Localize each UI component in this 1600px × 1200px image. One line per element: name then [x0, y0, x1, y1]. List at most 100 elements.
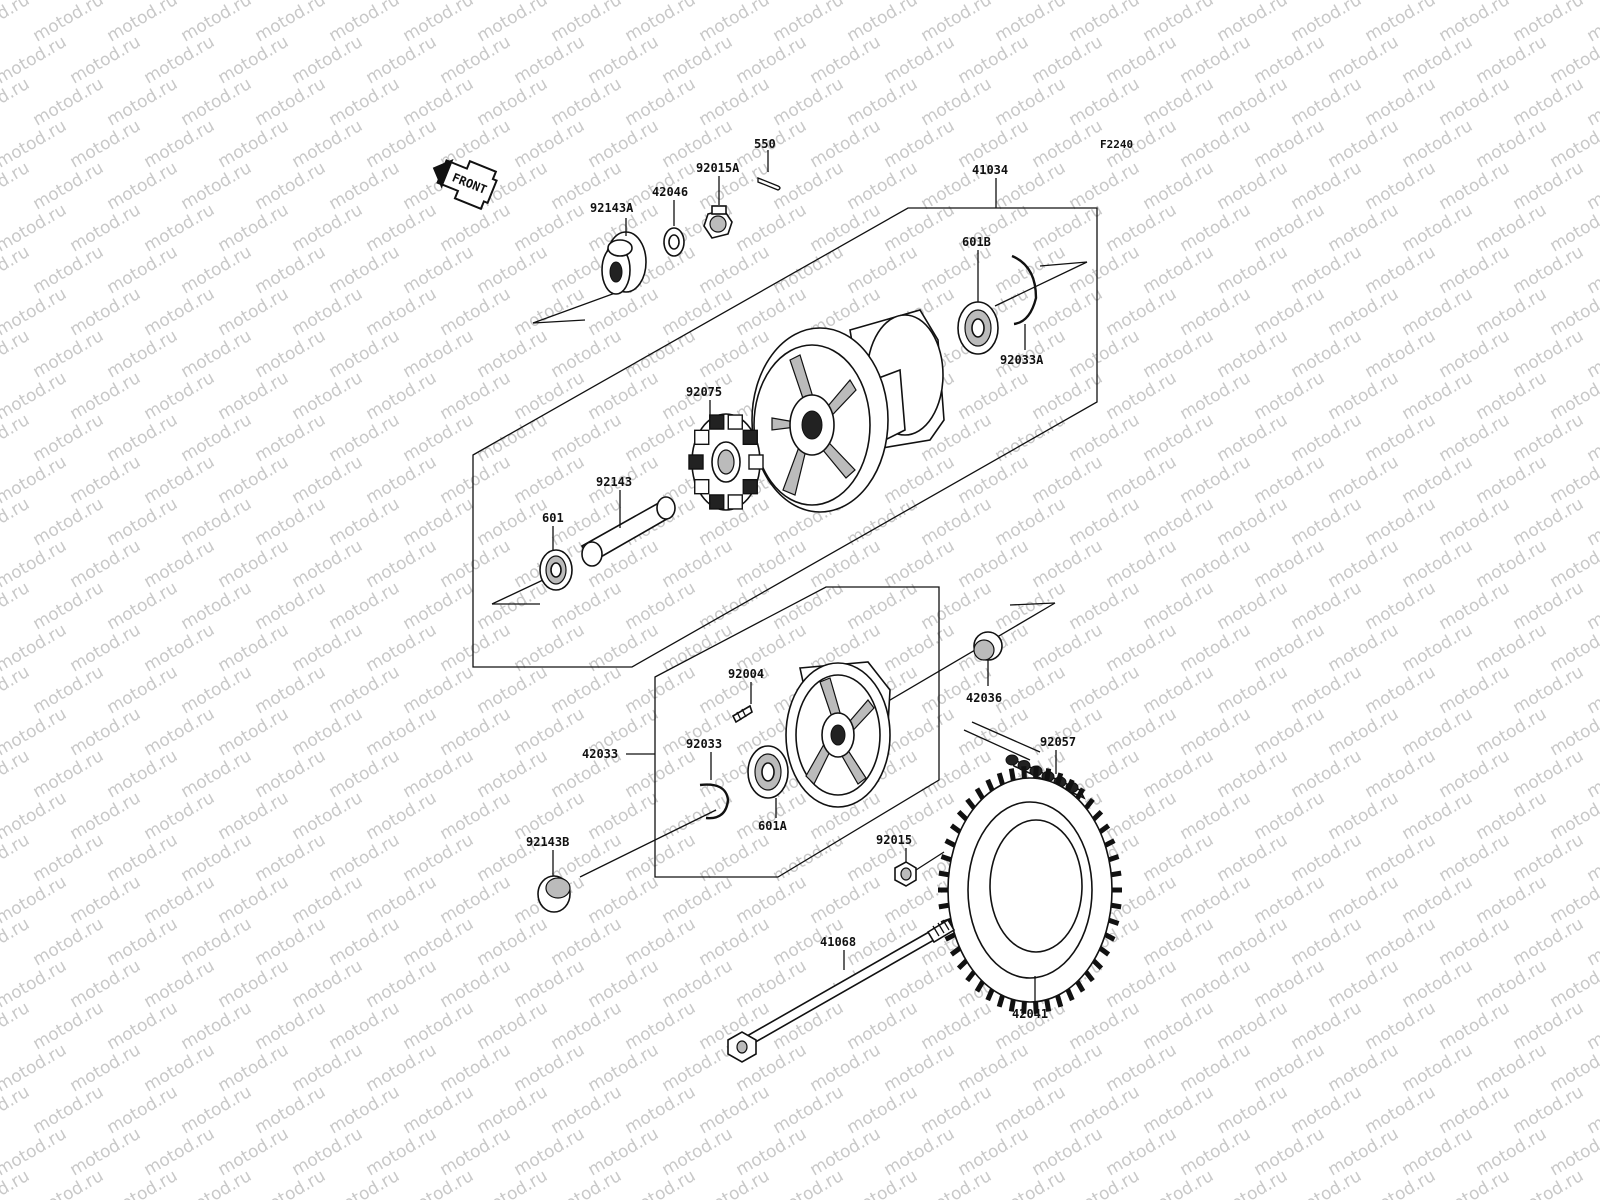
- watermark-text: motod.ru: [1510, 494, 1588, 550]
- label-41034: 41034: [972, 163, 1008, 177]
- watermark-text: motod.ru: [289, 872, 367, 928]
- watermark-text: motod.ru: [992, 494, 1070, 550]
- sprocket-tooth: [1091, 958, 1104, 971]
- watermark-text: motod.ru: [141, 620, 219, 676]
- watermark-text: motod.ru: [1140, 1166, 1218, 1200]
- watermark-text: motod.ru: [622, 830, 700, 886]
- watermark-text: motod.ru: [844, 998, 922, 1054]
- watermark-text: motod.ru: [1325, 452, 1403, 508]
- watermark-text: motod.ru: [326, 158, 404, 214]
- label-42033: 42033: [582, 747, 618, 761]
- watermark-text: motod.ru: [1325, 620, 1403, 676]
- collar-92143A: [601, 231, 647, 295]
- watermark-text: motod.ru: [215, 116, 293, 172]
- watermark-text: motod.ru: [1436, 242, 1514, 298]
- watermark-text: motod.ru: [252, 494, 330, 550]
- watermark-text: motod.ru: [1140, 578, 1218, 634]
- watermark-text: motod.ru: [844, 1082, 922, 1138]
- watermark-text: motod.ru: [326, 662, 404, 718]
- label-92075: 92075: [686, 385, 722, 399]
- watermark-text: motod.ru: [326, 578, 404, 634]
- watermark-text: motod.ru: [104, 578, 182, 634]
- watermark-text: motod.ru: [1214, 998, 1292, 1054]
- damper-segment: [709, 494, 725, 510]
- watermark-text: motod.ru: [1103, 536, 1181, 592]
- watermark-text: motod.ru: [1103, 704, 1181, 760]
- watermark-text: motod.ru: [1029, 1040, 1107, 1096]
- watermark-text: motod.ru: [1214, 242, 1292, 298]
- sprocket-tooth: [944, 838, 956, 848]
- watermark-text: motod.ru: [437, 536, 515, 592]
- sprocket-tooth: [965, 970, 977, 983]
- watermark-text: motod.ru: [104, 242, 182, 298]
- watermark-text: motod.ru: [807, 32, 885, 88]
- watermark-text: motod.ru: [844, 1166, 922, 1200]
- watermark-text: motod.ru: [1436, 74, 1514, 130]
- sprocket-tooth: [940, 854, 952, 863]
- watermark-text: motod.ru: [437, 452, 515, 508]
- watermark-text: motod.ru: [1251, 704, 1329, 760]
- sprocket-tooth: [1008, 768, 1016, 781]
- watermark-text: motod.ru: [1214, 914, 1292, 970]
- watermark-text: motod.ru: [1436, 494, 1514, 550]
- watermark-text: motod.ru: [252, 662, 330, 718]
- coupling-assembly-outline-42033: [654, 586, 940, 878]
- sprocket-tooth: [985, 988, 995, 1002]
- sprocket-tooth: [1108, 854, 1120, 863]
- watermark-text: motod.ru: [1510, 158, 1588, 214]
- watermark-text: motod.ru: [1473, 368, 1551, 424]
- watermark-text: motod.ru: [1251, 956, 1329, 1012]
- watermark-text: motod.ru: [1066, 74, 1144, 130]
- watermark-text: motod.ru: [363, 956, 441, 1012]
- watermark-text: motod.ru: [622, 1166, 700, 1200]
- watermark-text: motod.ru: [918, 1082, 996, 1138]
- label-550: 550: [754, 137, 776, 151]
- watermark-text: motod.ru: [696, 830, 774, 886]
- watermark-text: motod.ru: [1473, 620, 1551, 676]
- sprocket-tooth: [956, 958, 969, 971]
- watermark-text: motod.ru: [1029, 32, 1107, 88]
- watermark-text: motod.ru: [844, 158, 922, 214]
- watermark-text: motod.ru: [1177, 452, 1255, 508]
- damper-segment: [694, 429, 710, 446]
- watermark-text: motod.ru: [881, 704, 959, 760]
- watermark-text: motod.ru: [548, 998, 626, 1054]
- watermark-text: motod.ru: [363, 872, 441, 928]
- watermark-text: motod.ru: [918, 998, 996, 1054]
- watermark-text: motod.ru: [1362, 998, 1440, 1054]
- watermark-text: motod.ru: [770, 74, 848, 130]
- watermark-text: motod.ru: [1029, 116, 1107, 172]
- label-92143B: 92143B: [526, 835, 569, 849]
- watermark-text: motod.ru: [289, 116, 367, 172]
- sprocket-tooth: [1104, 838, 1116, 848]
- watermark-text: motod.ru: [1140, 0, 1218, 46]
- watermark-text: motod.ru: [474, 326, 552, 382]
- watermark-text: motod.ru: [252, 1082, 330, 1138]
- watermark-text: motod.ru: [252, 914, 330, 970]
- castle-nut-92015A: [703, 205, 733, 239]
- watermark-text: motod.ru: [1436, 1166, 1514, 1200]
- watermark-text: motod.ru: [659, 872, 737, 928]
- watermark-text: motod.ru: [1584, 914, 1600, 970]
- watermark-text: motod.ru: [1177, 536, 1255, 592]
- watermark-text: motod.ru: [1436, 578, 1514, 634]
- watermark-text: motod.ru: [992, 74, 1070, 130]
- watermark-text: motod.ru: [1066, 1166, 1144, 1200]
- watermark-text: motod.ru: [1066, 998, 1144, 1054]
- damper-segment: [742, 478, 758, 495]
- watermark-text: motod.ru: [1177, 368, 1255, 424]
- damper-segment: [694, 478, 710, 495]
- watermark-text: motod.ru: [1399, 452, 1477, 508]
- sprocket-tooth: [949, 946, 962, 957]
- watermark-text: motod.ru: [1066, 662, 1144, 718]
- watermark-text: motod.ru: [1103, 452, 1181, 508]
- watermark-text: motod.ru: [252, 1166, 330, 1200]
- watermark-text: motod.ru: [770, 0, 848, 46]
- damper-segment: [748, 454, 764, 470]
- watermark-text: motod.ru: [1288, 914, 1366, 970]
- watermark-text: motod.ru: [807, 536, 885, 592]
- sprocket-tooth: [1021, 1001, 1027, 1014]
- watermark-text: motod.ru: [992, 578, 1070, 634]
- sprocket-tooth: [956, 809, 969, 822]
- watermark-text: motod.ru: [400, 914, 478, 970]
